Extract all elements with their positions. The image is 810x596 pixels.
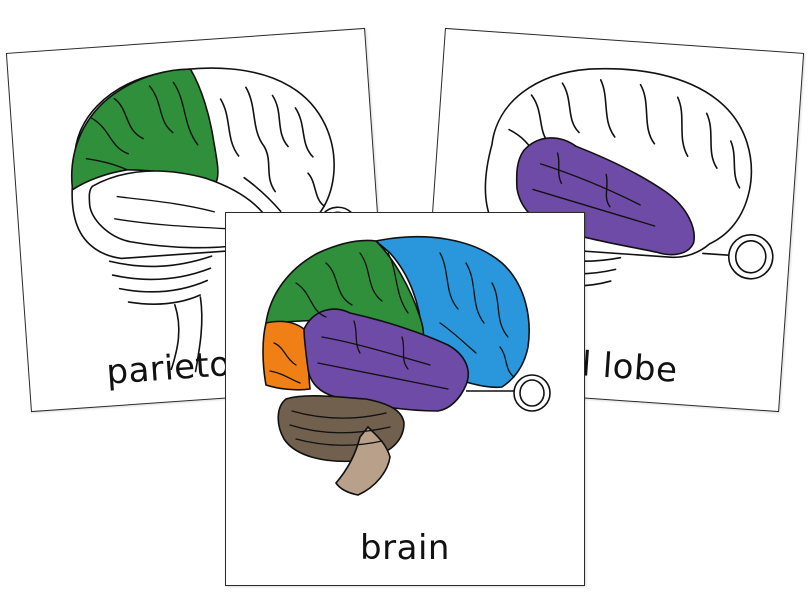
card-label-brain: brain xyxy=(360,528,450,568)
brain-card: brain xyxy=(225,212,585,586)
temporal-lobe-card: ral lobe xyxy=(419,27,805,413)
parietal-lobe-card: parieto xyxy=(5,27,391,413)
parietal-lobe-illustration xyxy=(71,67,359,373)
brain-illustration xyxy=(262,236,551,496)
temporal-lobe-illustration xyxy=(484,67,774,287)
